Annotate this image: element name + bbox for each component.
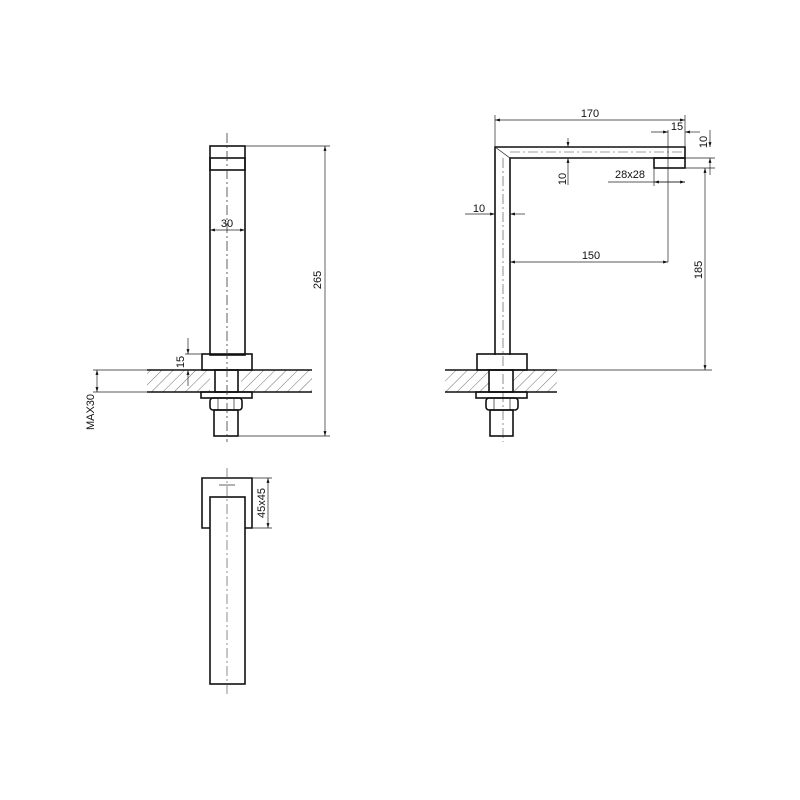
countertop-right bbox=[241, 370, 312, 392]
nut bbox=[485, 397, 519, 411]
countertop-right bbox=[513, 370, 557, 392]
dim-reach-total-label: 170 bbox=[581, 108, 599, 120]
spout-top bbox=[209, 496, 246, 685]
supply-pipe bbox=[213, 409, 239, 437]
washer bbox=[200, 391, 253, 399]
top-view: 45x45 bbox=[201, 468, 272, 694]
dim-arm-thickness-label: 10 bbox=[557, 173, 569, 185]
outlet bbox=[653, 157, 686, 169]
dim-height-label: 265 bbox=[312, 271, 324, 289]
dim-reach-label: 150 bbox=[582, 250, 600, 262]
base-plate bbox=[476, 353, 528, 371]
dim-base-size-label: 45x45 bbox=[256, 488, 268, 518]
dim-outlet-size-label: 28x28 bbox=[615, 169, 645, 181]
side-view: 170 15 10 10 28x28 10 150 185 bbox=[445, 108, 715, 442]
front-view: 265 30 15 MAX30 bbox=[85, 133, 330, 442]
dim-base-label: 15 bbox=[175, 356, 187, 368]
countertop-left bbox=[147, 370, 210, 392]
dim-pipe-thickness-label: 10 bbox=[473, 203, 485, 215]
washer bbox=[475, 391, 528, 399]
nut bbox=[209, 397, 243, 411]
threaded-shank bbox=[488, 369, 514, 393]
spout-body bbox=[209, 145, 246, 356]
countertop-left bbox=[445, 370, 489, 392]
dim-width-label: 30 bbox=[221, 218, 233, 230]
dim-counter-max-label: MAX30 bbox=[85, 394, 97, 430]
spout-cap bbox=[209, 157, 246, 171]
threaded-shank bbox=[214, 369, 239, 393]
spout-arm bbox=[494, 146, 686, 355]
dim-outlet-offset-label: 15 bbox=[671, 121, 683, 133]
dim-outlet-height-label: 185 bbox=[693, 261, 705, 279]
dim-arm-thickness-right-label: 10 bbox=[698, 136, 710, 148]
supply-pipe bbox=[489, 409, 514, 437]
